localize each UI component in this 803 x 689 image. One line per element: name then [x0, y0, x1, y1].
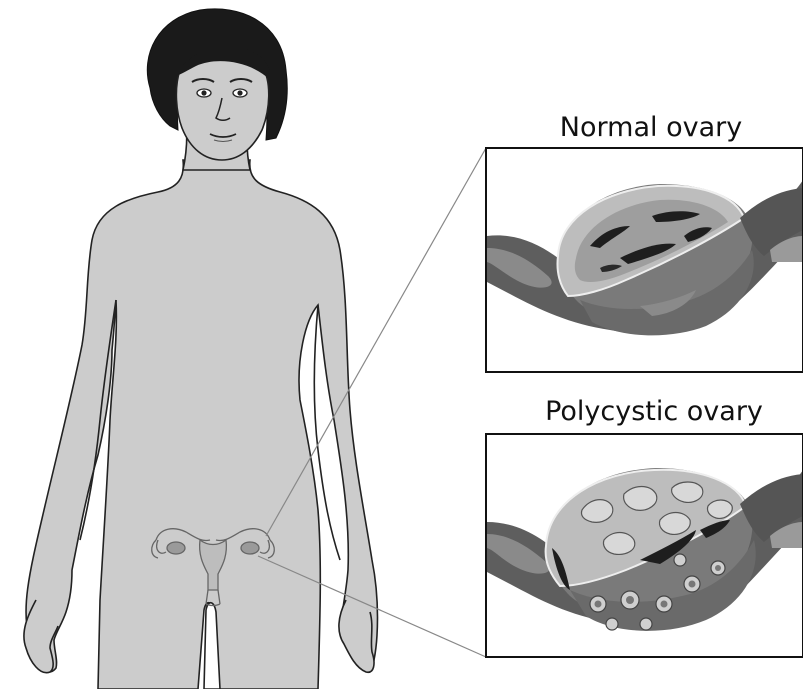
external-cyst-6 — [606, 618, 618, 630]
polycystic-cut-cyst-2 — [624, 487, 657, 511]
external-cyst-2-core — [626, 596, 634, 604]
polycystic-cut-cyst-4 — [659, 513, 690, 535]
right-pupil — [237, 90, 242, 95]
body-silhouette — [26, 160, 378, 689]
external-cyst-4-core — [689, 581, 696, 588]
polycystic-cut-cyst-5 — [707, 500, 732, 518]
external-cyst-1-core — [595, 601, 602, 608]
polycystic-ovary-panel: Polycystic ovary — [486, 396, 803, 657]
normal-ovary-panel: Normal ovary — [486, 112, 803, 372]
external-cyst-5-core — [715, 565, 721, 571]
left-pupil — [201, 90, 206, 95]
polycystic-ovary-label: Polycystic ovary — [545, 396, 763, 427]
face — [176, 54, 268, 160]
right-ovary — [241, 542, 259, 554]
normal-ovary-label: Normal ovary — [560, 112, 742, 143]
external-cyst-8 — [674, 554, 686, 566]
woman-figure — [24, 9, 378, 689]
polycystic-cut-cyst-6 — [603, 533, 634, 555]
external-cyst-7 — [640, 618, 652, 630]
external-cyst-3-core — [661, 601, 668, 608]
left-ovary — [167, 542, 185, 554]
